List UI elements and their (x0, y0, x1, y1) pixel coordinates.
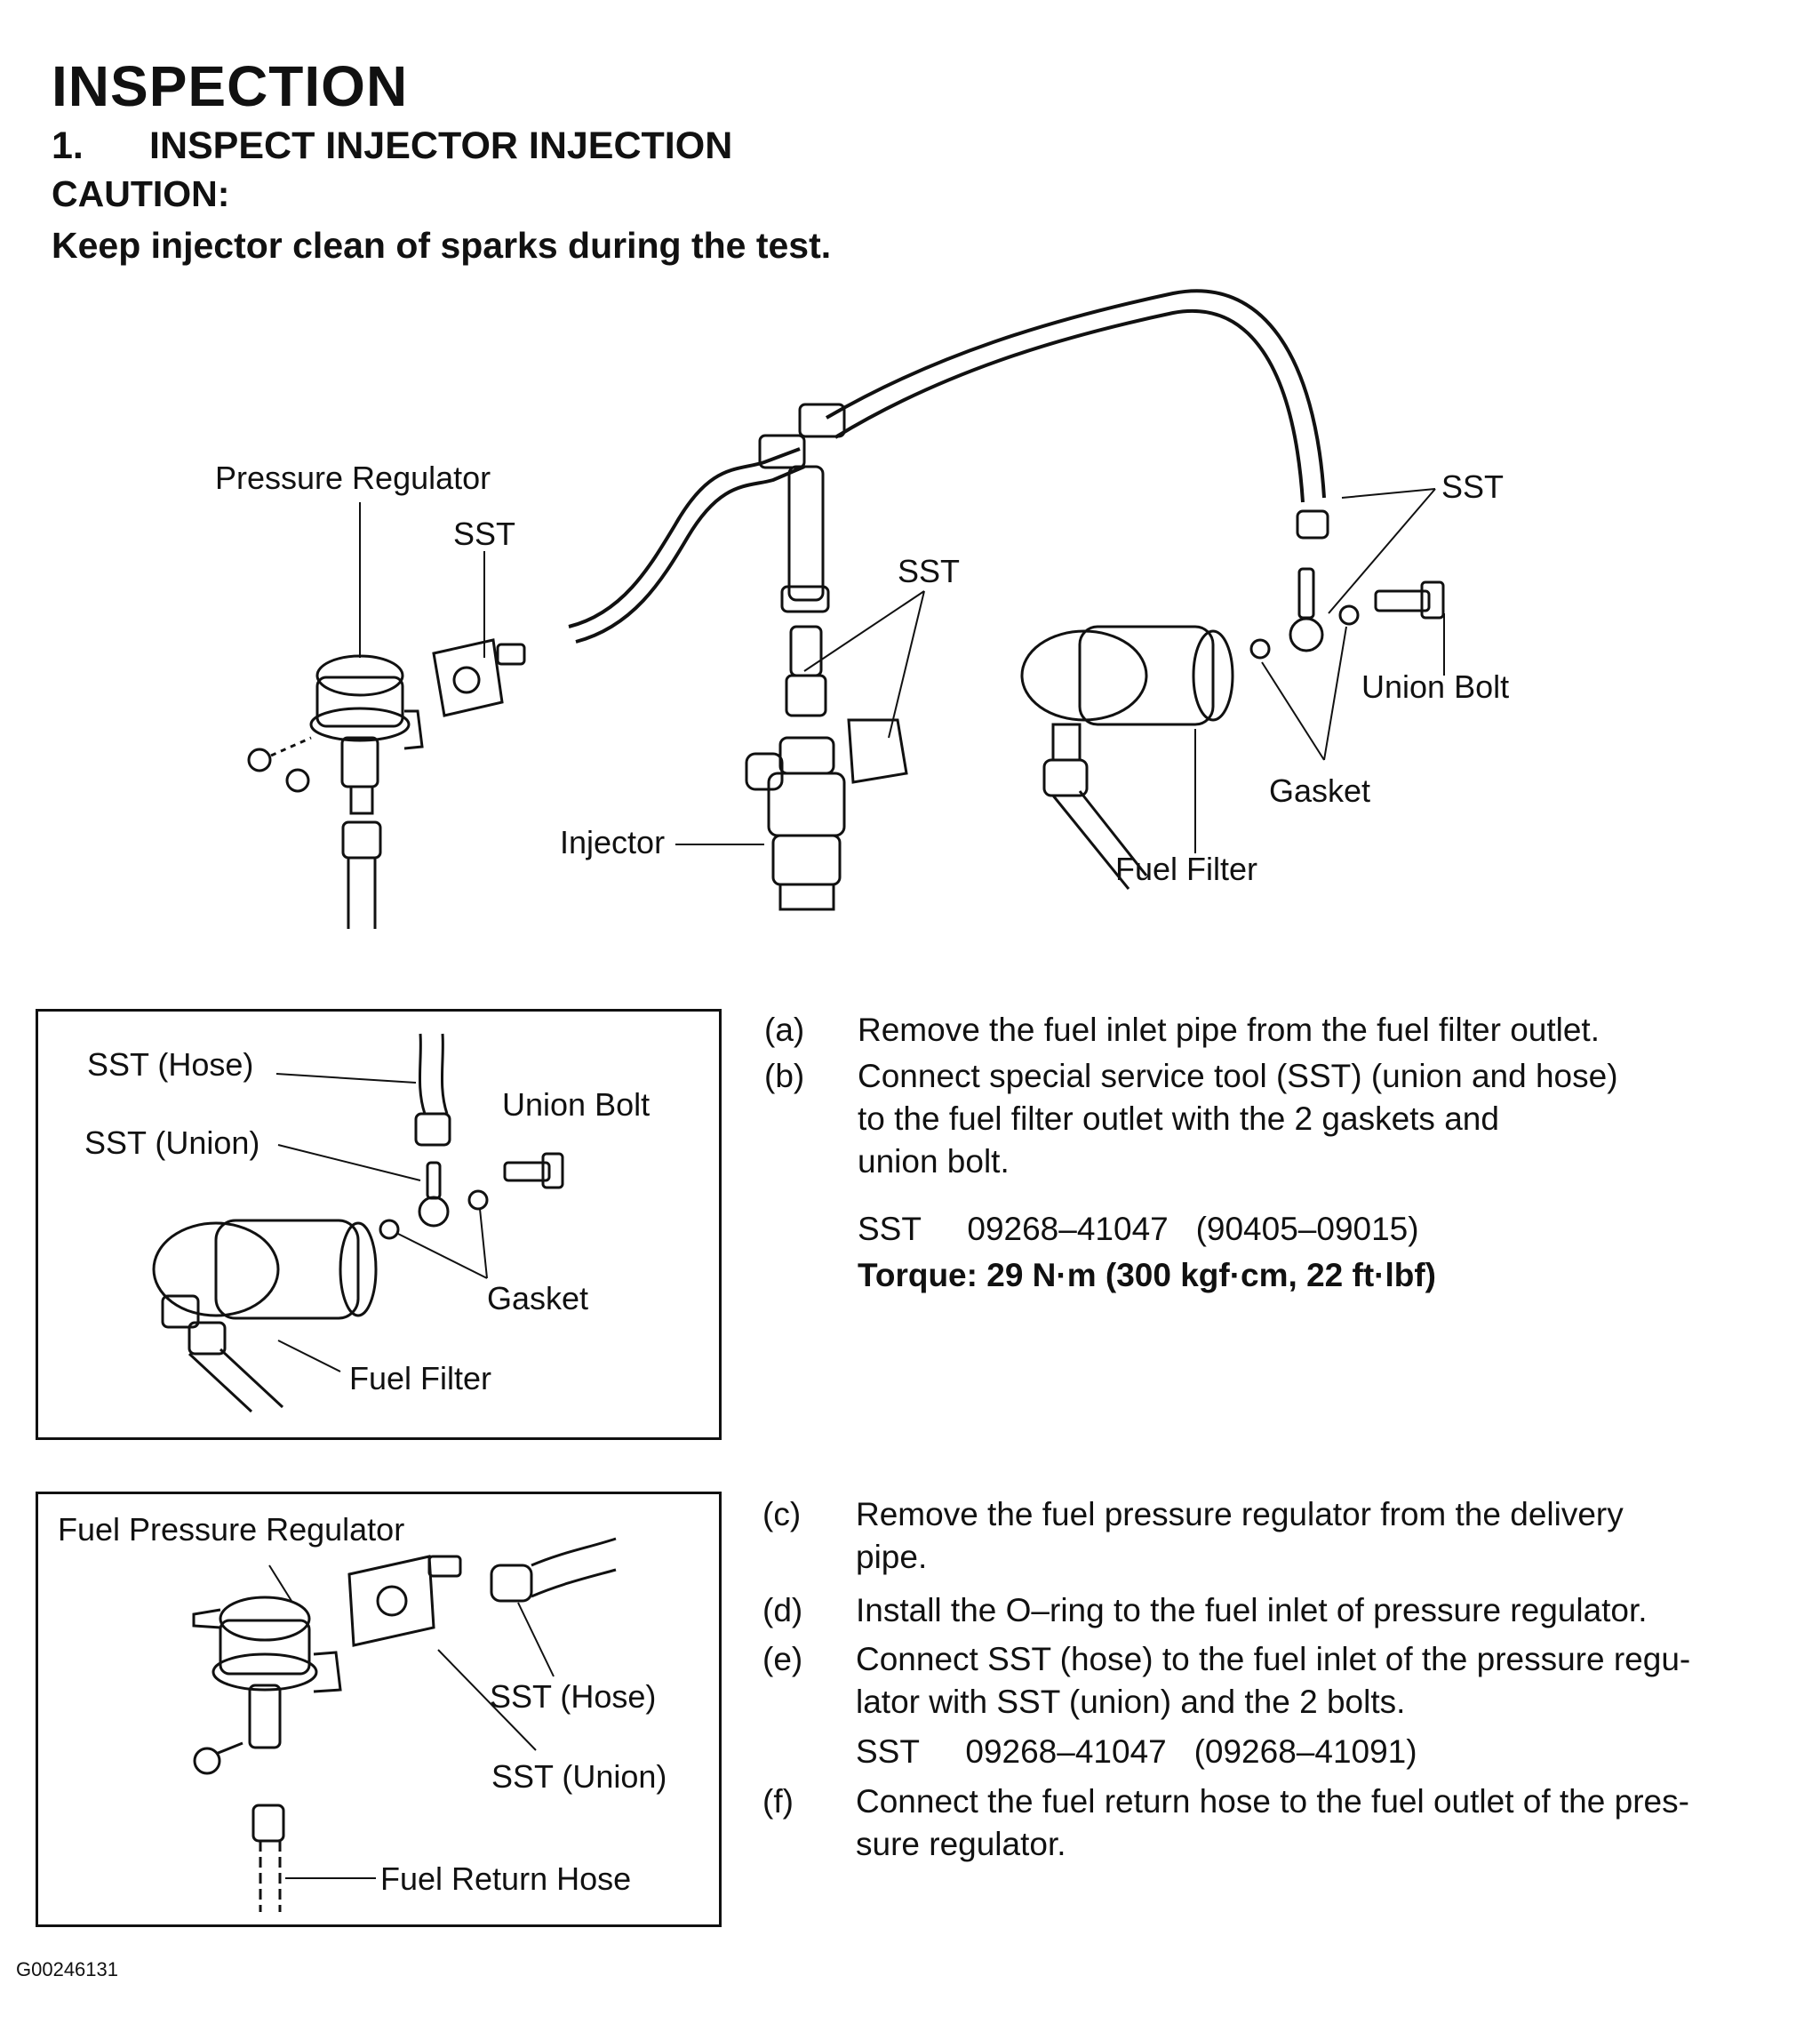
label-union-bolt: Union Bolt (502, 1086, 650, 1123)
label-sst-left: SST (453, 516, 515, 552)
step-e-text: Connect SST (hose) to the fuel inlet of … (856, 1641, 1691, 1720)
label-gasket: Gasket (487, 1280, 588, 1316)
sst-label: SST (856, 1733, 920, 1770)
step-d-text: Install the O–ring to the fuel inlet of … (856, 1592, 1648, 1628)
step-c-key: (c) (762, 1496, 802, 1532)
label-sst-right: SST (1441, 468, 1504, 505)
diagram-box-regulator: Fuel Pressure Regulator SST (Hose) SST (… (36, 1492, 722, 1927)
step-b: (b) Connect special service tool (SST) (… (764, 1055, 1786, 1188)
regulator-diagram: Fuel Pressure Regulator SST (Hose) SST (… (58, 1511, 667, 1912)
sst-sub: (09268–41091) (1193, 1733, 1417, 1770)
caution-text: Keep injector clean of sparks during the… (52, 225, 832, 266)
step-b-text: Connect special service tool (SST) (unio… (858, 1058, 1618, 1180)
torque-spec: Torque: 29 N·m (300 kgf·cm, 22 ft·lbf) (858, 1257, 1437, 1293)
step-f-key: (f) (762, 1783, 794, 1820)
step-number: 1. (52, 124, 84, 167)
label-fuel-return-hose: Fuel Return Hose (380, 1860, 631, 1897)
step-e: (e) Connect SST (hose) to the fuel inlet… (762, 1638, 1793, 1727)
step-f: (f) Connect the fuel return hose to the … (762, 1780, 1793, 1869)
step-a-text: Remove the fuel inlet pipe from the fuel… (858, 1012, 1600, 1048)
label-fuel-filter: Fuel Filter (349, 1360, 491, 1396)
fuel-hose (568, 447, 801, 628)
figure-id: G00246131 (16, 1958, 118, 1980)
step-b-key: (b) (764, 1058, 805, 1094)
label-sst-hose: SST (Hose) (490, 1678, 656, 1715)
sst-spec-e: SST 09268–41047 (09268–41091) (856, 1733, 1417, 1771)
sst-sub: (90405–09015) (1195, 1211, 1419, 1247)
step-d-key: (d) (762, 1592, 803, 1628)
filter-diagram: SST (Hose) Union Bolt SST (Union) Gasket… (84, 1033, 650, 1413)
step-a-key: (a) (764, 1012, 805, 1048)
label-sst-union: SST (Union) (84, 1124, 259, 1161)
step-c-text: Remove the fuel pressure regulator from … (856, 1496, 1624, 1575)
label-sst-middle: SST (898, 553, 960, 589)
page-title: INSPECTION (52, 54, 409, 118)
diagram-box-filter: SST (Hose) Union Bolt SST (Union) Gasket… (36, 1009, 722, 1440)
label-gasket: Gasket (1269, 772, 1370, 809)
main-diagram: Pressure Regulator SST SST SST Union Bol… (215, 289, 1509, 929)
step-heading: 1. INSPECT INJECTOR INJECTION (52, 124, 732, 168)
label-sst-hose: SST (Hose) (87, 1046, 253, 1083)
sst-spec-ab: SST 09268–41047 (90405–09015) (858, 1211, 1419, 1248)
caution-label: CAUTION: (52, 173, 230, 214)
step-c: (c) Remove the fuel pressure regulator f… (762, 1493, 1793, 1582)
label-fuel-pressure-regulator: Fuel Pressure Regulator (58, 1511, 404, 1548)
sst-code: 09268–41047 (967, 1211, 1169, 1247)
sst-code: 09268–41047 (965, 1733, 1167, 1770)
label-pressure-regulator: Pressure Regulator (215, 460, 491, 496)
label-injector: Injector (560, 824, 665, 860)
label-union-bolt: Union Bolt (1361, 668, 1509, 705)
step-f-text: Connect the fuel return hose to the fuel… (856, 1783, 1689, 1862)
step-e-key: (e) (762, 1641, 803, 1677)
label-sst-union: SST (Union) (491, 1758, 667, 1795)
sst-label: SST (858, 1211, 922, 1247)
step-title: INSPECT INJECTOR INJECTION (149, 124, 733, 167)
label-fuel-filter: Fuel Filter (1115, 851, 1257, 887)
